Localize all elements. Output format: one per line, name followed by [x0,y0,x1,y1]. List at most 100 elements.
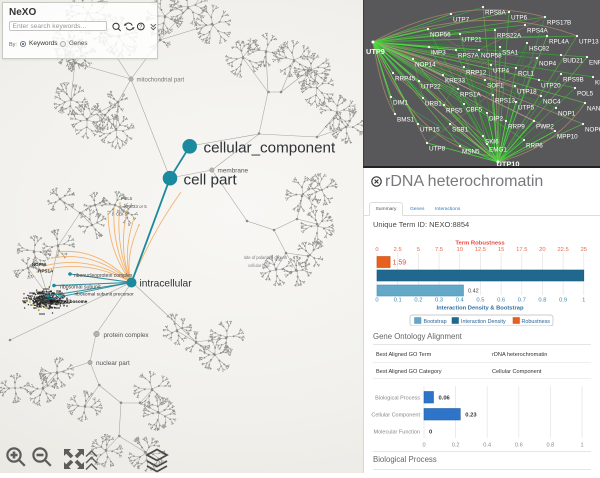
svg-text:17.5: 17.5 [516,247,527,253]
svg-text:0.9: 0.9 [559,298,567,304]
svg-text:RPS17B: RPS17B [547,20,571,27]
svg-text:NOC4: NOC4 [543,99,561,106]
svg-text:22.5: 22.5 [557,247,568,253]
svg-text:NOP6: NOP6 [585,127,600,134]
svg-text:5: 5 [417,247,420,253]
svg-text:UTP22: UTP22 [421,84,441,91]
svg-text:ENP1: ENP1 [589,60,600,67]
svg-text:RPS13: RPS13 [495,98,515,105]
svg-text:CBF5: CBF5 [466,107,483,114]
svg-text:UTP21: UTP21 [462,37,482,44]
svg-text:0.2: 0.2 [452,443,460,449]
svg-text:URB1: URB1 [425,101,442,108]
svg-text:UTP15: UTP15 [420,127,440,134]
svg-text:0.4: 0.4 [456,298,465,304]
svg-text:HSC82: HSC82 [529,46,550,53]
svg-text:UTP5: UTP5 [518,105,535,112]
svg-text:RPS8A: RPS8A [485,10,506,17]
svg-text:CBF5: CBF5 [116,212,128,217]
svg-text:POL5: POL5 [577,91,594,98]
svg-text:0.42: 0.42 [468,289,479,295]
svg-text:ribosomal subunit: ribosomal subunit [60,284,101,290]
svg-text:Interaction Density & Bootstra: Interaction Density & Bootstrap [437,306,524,312]
svg-text:0: 0 [375,298,378,304]
svg-text:NAN1: NAN1 [587,106,600,113]
svg-text:0: 0 [375,247,378,253]
svg-text:RRP12: RRP12 [466,70,487,77]
svg-text:0.4: 0.4 [483,443,491,449]
svg-text:0.2: 0.2 [414,298,422,304]
svg-text:0.3: 0.3 [435,298,443,304]
svg-text:SSA1: SSA1 [502,50,519,57]
svg-text:Robustness: Robustness [522,319,551,325]
svg-text:UTP10: UTP10 [497,160,520,169]
svg-text:DIM1: DIM1 [393,100,409,107]
svg-text:UTP7: UTP7 [453,17,470,24]
svg-text:RPL4A: RPL4A [549,39,570,46]
svg-text:KRE: KRE [595,80,600,87]
svg-text:protein complex: protein complex [104,332,150,339]
svg-text:0.1: 0.1 [394,298,402,304]
svg-text:0.8: 0.8 [538,298,546,304]
svg-text:7.5: 7.5 [435,247,443,253]
svg-text:site of polarized growth: site of polarized growth [244,255,288,260]
svg-text:POL5: POL5 [121,196,133,201]
svg-text:Cellular Component: Cellular Component [371,413,420,419]
svg-text:RPS5: RPS5 [446,108,463,115]
svg-text:cell part: cell part [184,171,238,188]
svg-text:10: 10 [456,247,462,253]
svg-text:UTP4: UTP4 [493,68,510,75]
svg-text:0: 0 [429,430,432,436]
svg-text:NOP56: NOP56 [430,32,451,39]
svg-text:Interaction Density: Interaction Density [461,319,506,325]
svg-text:0.23: 0.23 [465,413,477,419]
svg-text:0.6: 0.6 [497,298,505,304]
svg-text:0.7: 0.7 [518,298,526,304]
svg-text:KRE33: KRE33 [445,78,465,85]
svg-text:SOF1: SOF1 [487,83,504,90]
svg-text:MSN5: MSN5 [462,149,480,156]
svg-text:RPS22A: RPS22A [497,33,522,40]
svg-text:UTP18: UTP18 [517,89,537,96]
svg-text:IMP3: IMP3 [431,50,446,57]
svg-text:ribosomal subunit precursor: ribosomal subunit precursor [75,292,135,298]
svg-text:cellular_component: cellular_component [204,139,336,156]
svg-text:NOP56: NOP56 [32,262,47,267]
svg-text:KRE33 or 5: KRE33 or 5 [124,204,147,209]
svg-text:RCL1: RCL1 [518,71,535,78]
svg-text:Biological Process: Biological Process [375,396,420,402]
svg-text:1: 1 [580,443,583,449]
svg-text:NOP14: NOP14 [415,62,436,69]
svg-text:Bootstrap: Bootstrap [424,319,447,325]
svg-text:NOP58: NOP58 [481,53,502,60]
svg-text:nuclear part: nuclear part [96,360,130,367]
svg-text:RPS9B: RPS9B [563,77,584,84]
svg-text:NOP4: NOP4 [539,61,557,68]
svg-text:DIP2: DIP2 [489,116,503,123]
svg-text:15: 15 [498,247,504,253]
svg-text:ribonucleoprotein complex: ribonucleoprotein complex [74,273,133,279]
svg-text:20: 20 [539,247,545,253]
svg-text:SSB1: SSB1 [452,127,469,134]
svg-text:12.5: 12.5 [475,247,486,253]
svg-text:0.06: 0.06 [439,396,451,402]
svg-text:RPS1A: RPS1A [38,269,54,274]
svg-text:UTP6: UTP6 [511,15,528,22]
svg-text:EMG1: EMG1 [489,147,507,154]
svg-text:intracellular: intracellular [140,279,193,290]
svg-text:membrane: membrane [218,167,249,174]
svg-text:RPS4A: RPS4A [527,28,548,35]
svg-text:1: 1 [582,298,585,304]
svg-text:90S preribosome: 90S preribosome [50,299,88,304]
svg-text:NOP1: NOP1 [558,111,576,118]
svg-text:2.5: 2.5 [394,247,402,253]
svg-text:0.5: 0.5 [476,298,484,304]
svg-text:mitochondrial part: mitochondrial part [137,78,185,84]
svg-text:RRP6: RRP6 [526,143,543,150]
svg-text:BMS1: BMS1 [397,117,415,124]
svg-text:MPP10: MPP10 [557,134,578,141]
svg-text:UTP20: UTP20 [541,83,561,90]
svg-text:0.8: 0.8 [547,443,555,449]
svg-text:RRP9: RRP9 [508,124,525,131]
svg-text:BUD21: BUD21 [563,58,584,65]
